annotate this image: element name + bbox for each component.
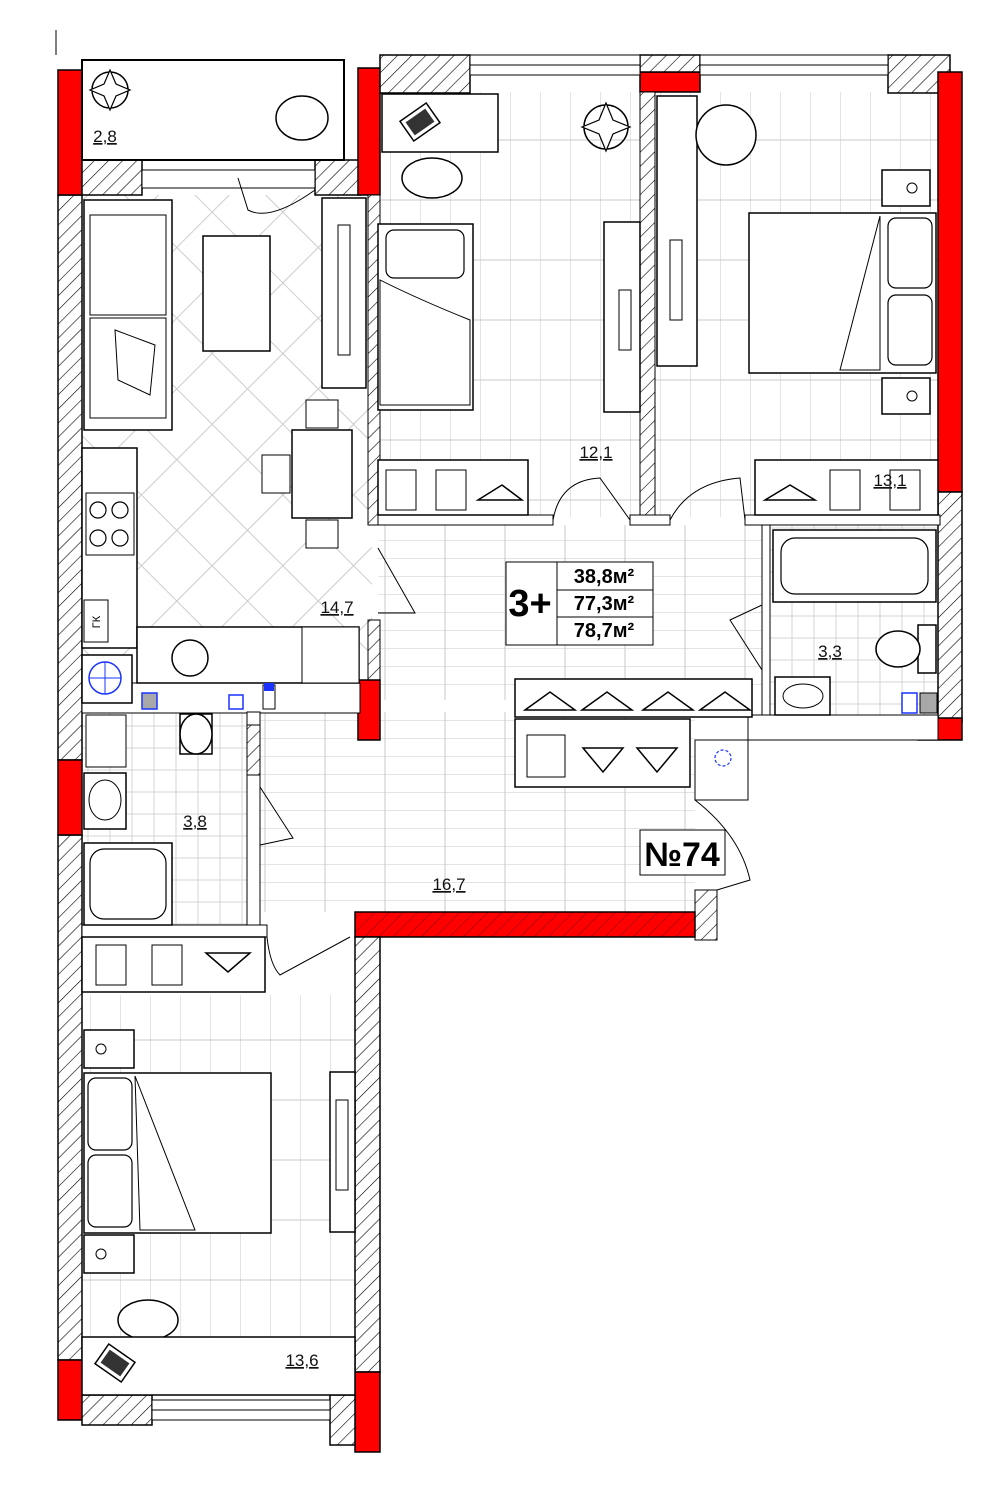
wall-bearing-living bbox=[357, 679, 381, 741]
chair-icon-2 bbox=[695, 104, 757, 166]
door-bath1 bbox=[729, 604, 763, 671]
room-label-balcony: 2,8 bbox=[93, 127, 117, 146]
nightstand-3 bbox=[83, 1029, 135, 1069]
wall-outer-left-2 bbox=[57, 834, 83, 1361]
wall-top-1 bbox=[379, 54, 471, 94]
walls bbox=[57, 54, 963, 1453]
bedroom3-furniture bbox=[81, 936, 356, 1396]
area-total-1: 77,3м² bbox=[574, 593, 635, 615]
doors bbox=[237, 177, 763, 976]
door-bedroom3 bbox=[266, 936, 351, 976]
chair-icon bbox=[401, 157, 463, 199]
nightstand-4 bbox=[83, 1234, 135, 1274]
partition-beds-bottom bbox=[377, 514, 554, 526]
room-label-living: 14,7 bbox=[320, 598, 353, 617]
bedroom2-furniture bbox=[656, 95, 939, 516]
wall-bed3-bottom-2 bbox=[329, 1394, 356, 1446]
wall-bearing-hall-bottom bbox=[354, 911, 696, 938]
wall-balcony-bottom-2 bbox=[314, 159, 361, 196]
apartment-info: 3+ 38,8м² 77,3м² 78,7м² №74 bbox=[505, 561, 726, 876]
partition-bed1-bed2 bbox=[639, 91, 656, 523]
partition-beds-bottom-3 bbox=[744, 514, 941, 526]
washbasin-2 bbox=[83, 772, 127, 830]
balcony-frame bbox=[81, 59, 345, 161]
apartment-number-box bbox=[639, 829, 726, 876]
wardrobe-2 bbox=[656, 95, 698, 367]
door-entrance bbox=[694, 799, 751, 891]
wall-bearing-left-2 bbox=[57, 759, 83, 836]
wall-hall-right bbox=[694, 739, 749, 801]
plant-icon bbox=[88, 68, 132, 112]
area-living: 38,8м² bbox=[574, 566, 635, 588]
wall-right-2 bbox=[937, 491, 963, 723]
laptop-icon bbox=[398, 101, 442, 143]
wall-bearing-left-3 bbox=[57, 1359, 83, 1421]
washbasin-1 bbox=[774, 676, 831, 716]
boiler bbox=[81, 654, 133, 704]
plant-icon-2 bbox=[580, 101, 632, 153]
wall-bed3-bottom-1 bbox=[81, 1394, 153, 1426]
living-furniture: ГК bbox=[81, 197, 367, 710]
hall-furniture bbox=[514, 678, 753, 788]
gas-meter-box bbox=[83, 599, 109, 643]
nightstand-2 bbox=[881, 377, 931, 415]
wall-top-2 bbox=[639, 54, 701, 73]
wall-bearing-left-1 bbox=[57, 69, 83, 196]
partition-bath2-bottom bbox=[81, 924, 268, 938]
sink-icon bbox=[171, 639, 209, 677]
wall-bedroom3-right bbox=[354, 936, 381, 1373]
room-label-bathroom1: 3,3 bbox=[818, 642, 842, 661]
wall-bearing-mid-top bbox=[357, 67, 381, 196]
door-bedroom2 bbox=[669, 477, 746, 521]
wall-bearing-right-top bbox=[937, 71, 963, 493]
apartment-number: №74 bbox=[644, 836, 720, 874]
balcony-furniture bbox=[88, 68, 329, 141]
room-label-hall: 16,7 bbox=[432, 875, 465, 894]
door-living bbox=[377, 547, 416, 614]
coffee-table bbox=[202, 235, 271, 352]
armchair-icon bbox=[275, 95, 329, 141]
gas-meter-label: ГК bbox=[91, 615, 103, 628]
washing-machine bbox=[85, 714, 127, 768]
bathroom2-fixtures bbox=[83, 713, 213, 926]
chair-icon-3 bbox=[117, 1299, 179, 1341]
door-bedroom1 bbox=[552, 477, 631, 521]
area-total-2: 78,7м² bbox=[574, 620, 635, 642]
apartment-type: 3+ bbox=[508, 583, 551, 625]
door-balcony bbox=[237, 177, 316, 214]
partition-beds-bottom-2 bbox=[629, 514, 671, 526]
stove bbox=[85, 492, 135, 556]
wall-bearing-bed3-right bbox=[354, 1371, 381, 1453]
wall-bearing-top-2 bbox=[639, 71, 701, 93]
laptop-icon-2 bbox=[93, 1342, 137, 1384]
room-label-bathroom2: 3,8 bbox=[183, 812, 207, 831]
partition-bath2-right-hatch bbox=[246, 724, 261, 776]
room-label-bedroom1: 12,1 bbox=[579, 443, 612, 462]
wall-outer-left-1 bbox=[57, 194, 83, 761]
wall-balcony-bottom bbox=[81, 159, 143, 196]
info-box bbox=[505, 561, 654, 646]
partition-bath1-left bbox=[761, 524, 771, 716]
room-label-bedroom2: 13,1 bbox=[873, 471, 906, 490]
door-bath2 bbox=[259, 786, 294, 846]
room-labels: 2,8 14,7 12,1 13,1 3,3 3,8 16,7 13,6 bbox=[93, 127, 906, 1370]
bathroom1-fixtures bbox=[772, 529, 938, 716]
nightstand-1 bbox=[881, 169, 931, 207]
room-label-bedroom3: 13,6 bbox=[285, 1351, 318, 1370]
wall-hall-right-2 bbox=[694, 889, 718, 941]
partition-hall-bath1-bottom bbox=[747, 714, 939, 741]
window-balcony bbox=[141, 169, 316, 189]
dining-table bbox=[291, 429, 353, 519]
bedroom1-furniture bbox=[377, 93, 641, 516]
